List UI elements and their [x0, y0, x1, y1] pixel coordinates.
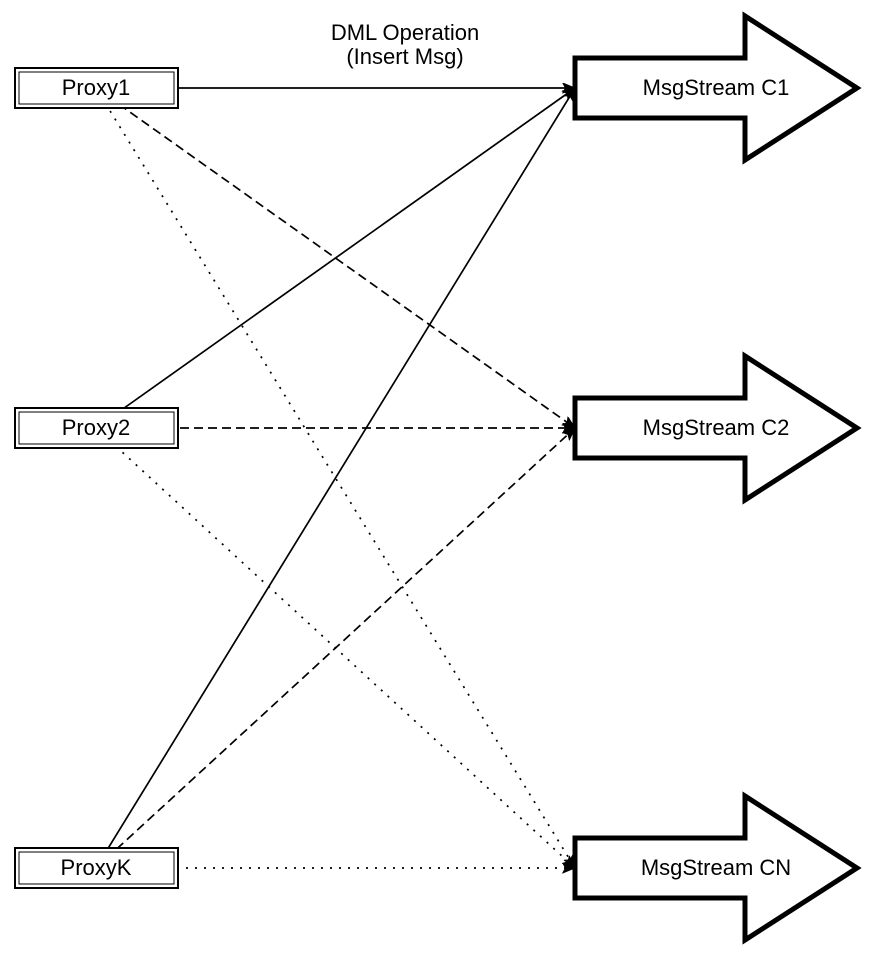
node-proxyk-box	[14, 847, 179, 889]
stream-cn-arrow-shape	[572, 791, 862, 945]
stream-c2-arrow-shape	[572, 351, 862, 505]
msgstream-cn-label: MsgStream CN	[640, 855, 792, 880]
edge-proxyk-c1	[95, 87, 576, 869]
msgstream-c1-label: MsgStream C1	[642, 75, 790, 100]
dml-operation-line1: DML Operation	[330, 20, 480, 45]
node-proxy2-inner-border	[18, 411, 175, 445]
dml-operation-line2: (Insert Msg)	[346, 44, 464, 69]
edge-proxyk-c2	[95, 427, 576, 869]
proxy1-label: Proxy1	[61, 75, 131, 100]
node-proxy2-box	[14, 407, 179, 449]
proxy2-label: Proxy2	[61, 415, 131, 440]
node-proxy1-box	[14, 67, 179, 109]
edges-group	[95, 87, 576, 869]
node-proxy1-inner-border	[18, 71, 175, 105]
msgstream-c2-label: MsgStream C2	[642, 415, 790, 440]
proxyk-label: ProxyK	[60, 855, 132, 880]
stream-arrows-group	[572, 11, 862, 945]
dml-operation-label: DML Operation (Insert Msg)	[331, 21, 479, 69]
node-proxyk-inner-border	[18, 851, 175, 885]
edge-proxy2-c1	[95, 87, 576, 429]
stream-c1-arrow-shape	[572, 11, 862, 165]
proxy-nodes-group	[14, 67, 179, 889]
